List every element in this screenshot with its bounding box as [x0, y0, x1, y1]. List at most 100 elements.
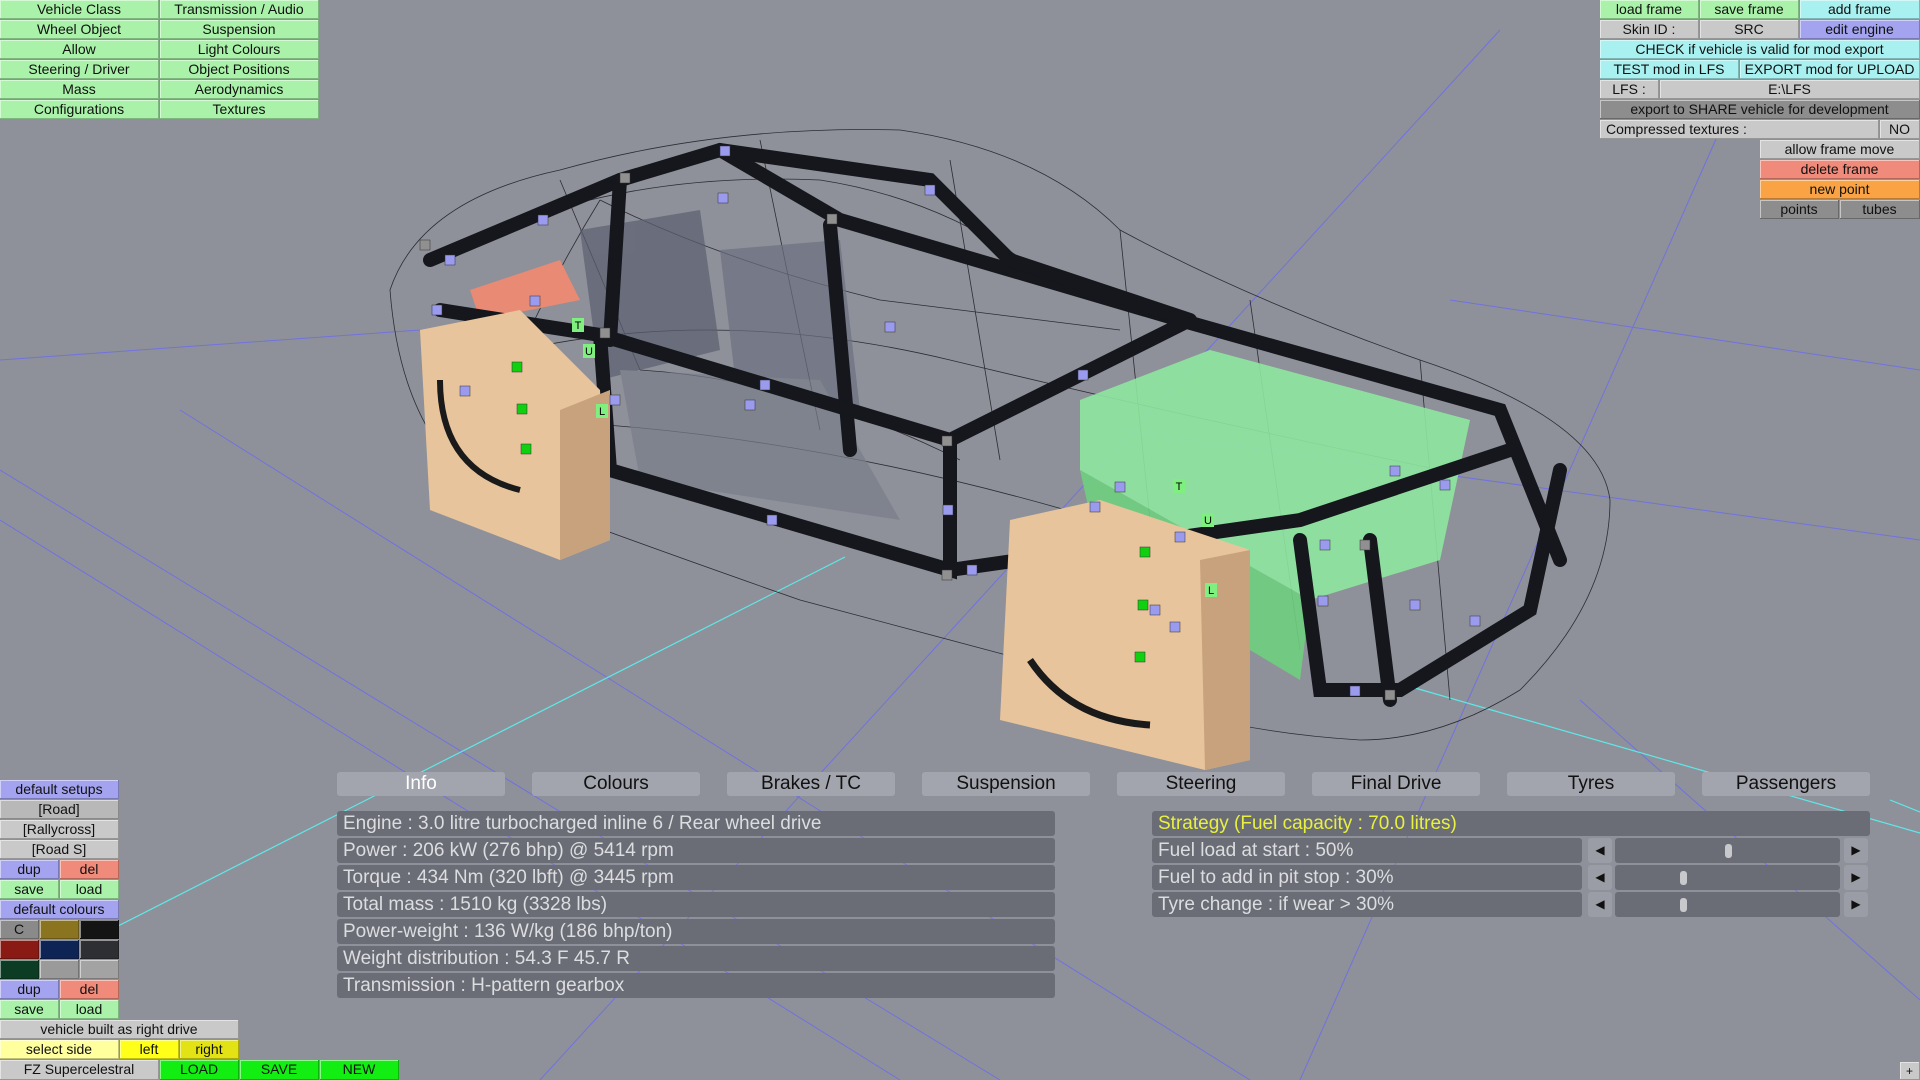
colour-load-button[interactable]: load — [60, 1000, 119, 1019]
marker-t: T — [1176, 481, 1183, 493]
menu-vehicle-class[interactable]: Vehicle Class — [0, 0, 159, 19]
tab-suspension[interactable]: Suspension — [922, 772, 1090, 796]
colour-dup-button[interactable]: dup — [0, 980, 59, 999]
slider-thumb[interactable] — [1679, 898, 1687, 912]
load-frame-button[interactable]: load frame — [1600, 0, 1699, 19]
tab-brakes-tc[interactable]: Brakes / TC — [727, 772, 895, 796]
tab-final-drive[interactable]: Final Drive — [1312, 772, 1480, 796]
colour-swatch-c[interactable]: C — [0, 920, 39, 939]
fuel-load-increase-icon[interactable]: ▶ — [1844, 838, 1868, 863]
colour-swatch[interactable] — [80, 940, 119, 959]
tab-info[interactable]: Info — [337, 772, 505, 796]
colour-swatch[interactable] — [0, 940, 39, 959]
save-vehicle-button[interactable]: SAVE — [240, 1060, 319, 1080]
menu-object-positions[interactable]: Object Positions — [160, 60, 319, 79]
marker-u: U — [1204, 515, 1212, 527]
marker-t: T — [575, 320, 582, 332]
compressed-textures-label: Compressed textures : — [1600, 120, 1879, 139]
colour-c-label: C — [13, 921, 25, 937]
colour-swatch[interactable] — [40, 920, 79, 939]
colour-swatch[interactable] — [80, 960, 119, 979]
test-mod-button[interactable]: TEST mod in LFS — [1600, 60, 1739, 79]
colour-swatch[interactable] — [80, 920, 119, 939]
select-right-button[interactable]: right — [180, 1040, 239, 1059]
skin-id-field[interactable]: SRC — [1700, 20, 1799, 39]
menu-aerodynamics[interactable]: Aerodynamics — [160, 80, 319, 99]
setup-rallycross[interactable]: [Rallycross] — [0, 820, 119, 839]
skin-id-label: Skin ID : — [1600, 20, 1699, 39]
pit-fuel-label: Fuel to add in pit stop : 30% — [1152, 865, 1582, 890]
strategy-title: Strategy (Fuel capacity : 70.0 litres) — [1152, 811, 1870, 836]
info-transmission: Transmission : H-pattern gearbox — [337, 973, 1055, 998]
colour-save-button[interactable]: save — [0, 1000, 59, 1019]
tyre-change-increase-icon[interactable]: ▶ — [1844, 892, 1868, 917]
pit-fuel-decrease-icon[interactable]: ◀ — [1588, 865, 1612, 890]
tyre-change-label: Tyre change : if wear > 30% — [1152, 892, 1582, 917]
grey-points — [419, 172, 1396, 701]
info-total-mass: Total mass : 1510 kg (3328 lbs) — [337, 892, 1055, 917]
vehicle-name-field[interactable]: FZ Supercelestral — [0, 1060, 159, 1080]
setup-save-button[interactable]: save — [0, 880, 59, 899]
marker-labels: T U L T U L — [572, 318, 1217, 597]
marker-u: U — [585, 346, 593, 358]
menu-textures[interactable]: Textures — [160, 100, 319, 119]
frame-points — [431, 145, 1481, 697]
menu-steering-driver[interactable]: Steering / Driver — [0, 60, 159, 79]
colour-swatch[interactable] — [0, 960, 39, 979]
setup-del-button[interactable]: del — [60, 860, 119, 879]
export-share-button[interactable]: export to SHARE vehicle for development — [1600, 100, 1920, 119]
menu-mass[interactable]: Mass — [0, 80, 159, 99]
tyre-change-decrease-icon[interactable]: ◀ — [1588, 892, 1612, 917]
rear-wheel-box — [1000, 500, 1250, 770]
slider-thumb[interactable] — [1679, 871, 1687, 885]
lfs-label: LFS : — [1600, 80, 1659, 99]
menu-light-colours[interactable]: Light Colours — [160, 40, 319, 59]
load-vehicle-button[interactable]: LOAD — [160, 1060, 239, 1080]
allow-frame-move-button[interactable]: allow frame move — [1760, 140, 1920, 159]
select-left-button[interactable]: left — [120, 1040, 179, 1059]
menu-wheel-object[interactable]: Wheel Object — [0, 20, 159, 39]
compressed-textures-toggle[interactable]: NO — [1880, 120, 1920, 139]
save-frame-button[interactable]: save frame — [1700, 0, 1799, 19]
add-frame-button[interactable]: add frame — [1800, 0, 1920, 19]
colour-swatch[interactable] — [40, 940, 79, 959]
corner-plus-button[interactable]: + — [1900, 1062, 1920, 1080]
fuel-load-decrease-icon[interactable]: ◀ — [1588, 838, 1612, 863]
new-point-button[interactable]: new point — [1760, 180, 1920, 199]
default-setups-label: default setups — [0, 780, 119, 799]
info-power: Power : 206 kW (276 bhp) @ 5414 rpm — [337, 838, 1055, 863]
edit-engine-button[interactable]: edit engine — [1800, 20, 1920, 39]
colour-del-button[interactable]: del — [60, 980, 119, 999]
pit-fuel-increase-icon[interactable]: ▶ — [1844, 865, 1868, 890]
setup-load-button[interactable]: load — [60, 880, 119, 899]
tubes-button[interactable]: tubes — [1840, 200, 1920, 219]
menu-allow[interactable]: Allow — [0, 40, 159, 59]
right-drive-toggle[interactable]: vehicle built as right drive — [0, 1020, 239, 1039]
colour-swatch[interactable] — [40, 960, 79, 979]
menu-transmission-audio[interactable]: Transmission / Audio — [160, 0, 319, 19]
default-colours-label: default colours — [0, 900, 119, 919]
setup-dup-button[interactable]: dup — [0, 860, 59, 879]
pit-fuel-slider[interactable] — [1615, 865, 1840, 890]
check-valid-button[interactable]: CHECK if vehicle is valid for mod export — [1600, 40, 1920, 59]
axis-lines — [115, 556, 1920, 928]
tab-steering[interactable]: Steering — [1117, 772, 1285, 796]
setup-road-s[interactable]: [Road S] — [0, 840, 119, 859]
tab-colours[interactable]: Colours — [532, 772, 700, 796]
points-button[interactable]: points — [1760, 200, 1839, 219]
slider-thumb[interactable] — [1724, 844, 1732, 858]
lfs-path-field[interactable]: E:\LFS — [1660, 80, 1920, 99]
setup-road[interactable]: [Road] — [0, 800, 119, 819]
new-vehicle-button[interactable]: NEW — [320, 1060, 399, 1080]
front-wheel-box — [420, 310, 610, 560]
tab-tyres[interactable]: Tyres — [1507, 772, 1675, 796]
info-weight-distribution: Weight distribution : 54.3 F 45.7 R — [337, 946, 1055, 971]
tyre-change-slider[interactable] — [1615, 892, 1840, 917]
export-mod-button[interactable]: EXPORT mod for UPLOAD — [1740, 60, 1920, 79]
tab-passengers[interactable]: Passengers — [1702, 772, 1870, 796]
delete-frame-button[interactable]: delete frame — [1760, 160, 1920, 179]
fuel-load-slider[interactable] — [1615, 838, 1840, 863]
menu-configurations[interactable]: Configurations — [0, 100, 159, 119]
menu-suspension[interactable]: Suspension — [160, 20, 319, 39]
